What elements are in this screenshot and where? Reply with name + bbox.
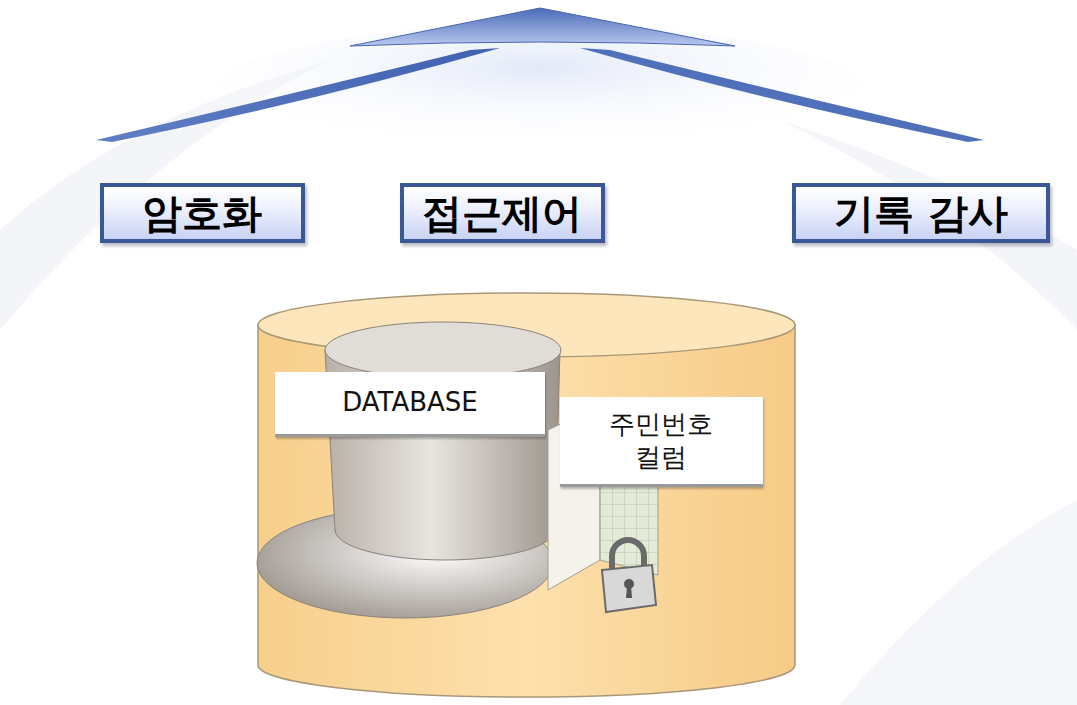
process-box: 기록 감사 [792, 183, 1050, 243]
background-swoosh [840, 500, 1077, 705]
arrow-head [350, 8, 735, 46]
node-text: 기록 감사 [834, 191, 1008, 235]
db-cylinder-top [325, 322, 561, 378]
background-swoosh [780, 120, 1077, 330]
column-label: 주민번호 컬럼 [560, 397, 763, 487]
database-label: DATABASE [275, 372, 545, 437]
node-text: DATABASE [342, 386, 478, 419]
arrow-stroke [96, 48, 500, 142]
arrow-stroke [580, 48, 984, 142]
node-text: 접근제어 [422, 191, 582, 235]
node-text: 주민번호 컬럼 [596, 408, 726, 473]
lock-body [602, 565, 656, 612]
process-box: 암호화 [100, 183, 305, 243]
outer-cylinder [258, 325, 795, 697]
process-box: 접근제어 [400, 183, 605, 243]
lock-keyhole [626, 586, 632, 598]
node-text: 암호화 [142, 191, 262, 235]
